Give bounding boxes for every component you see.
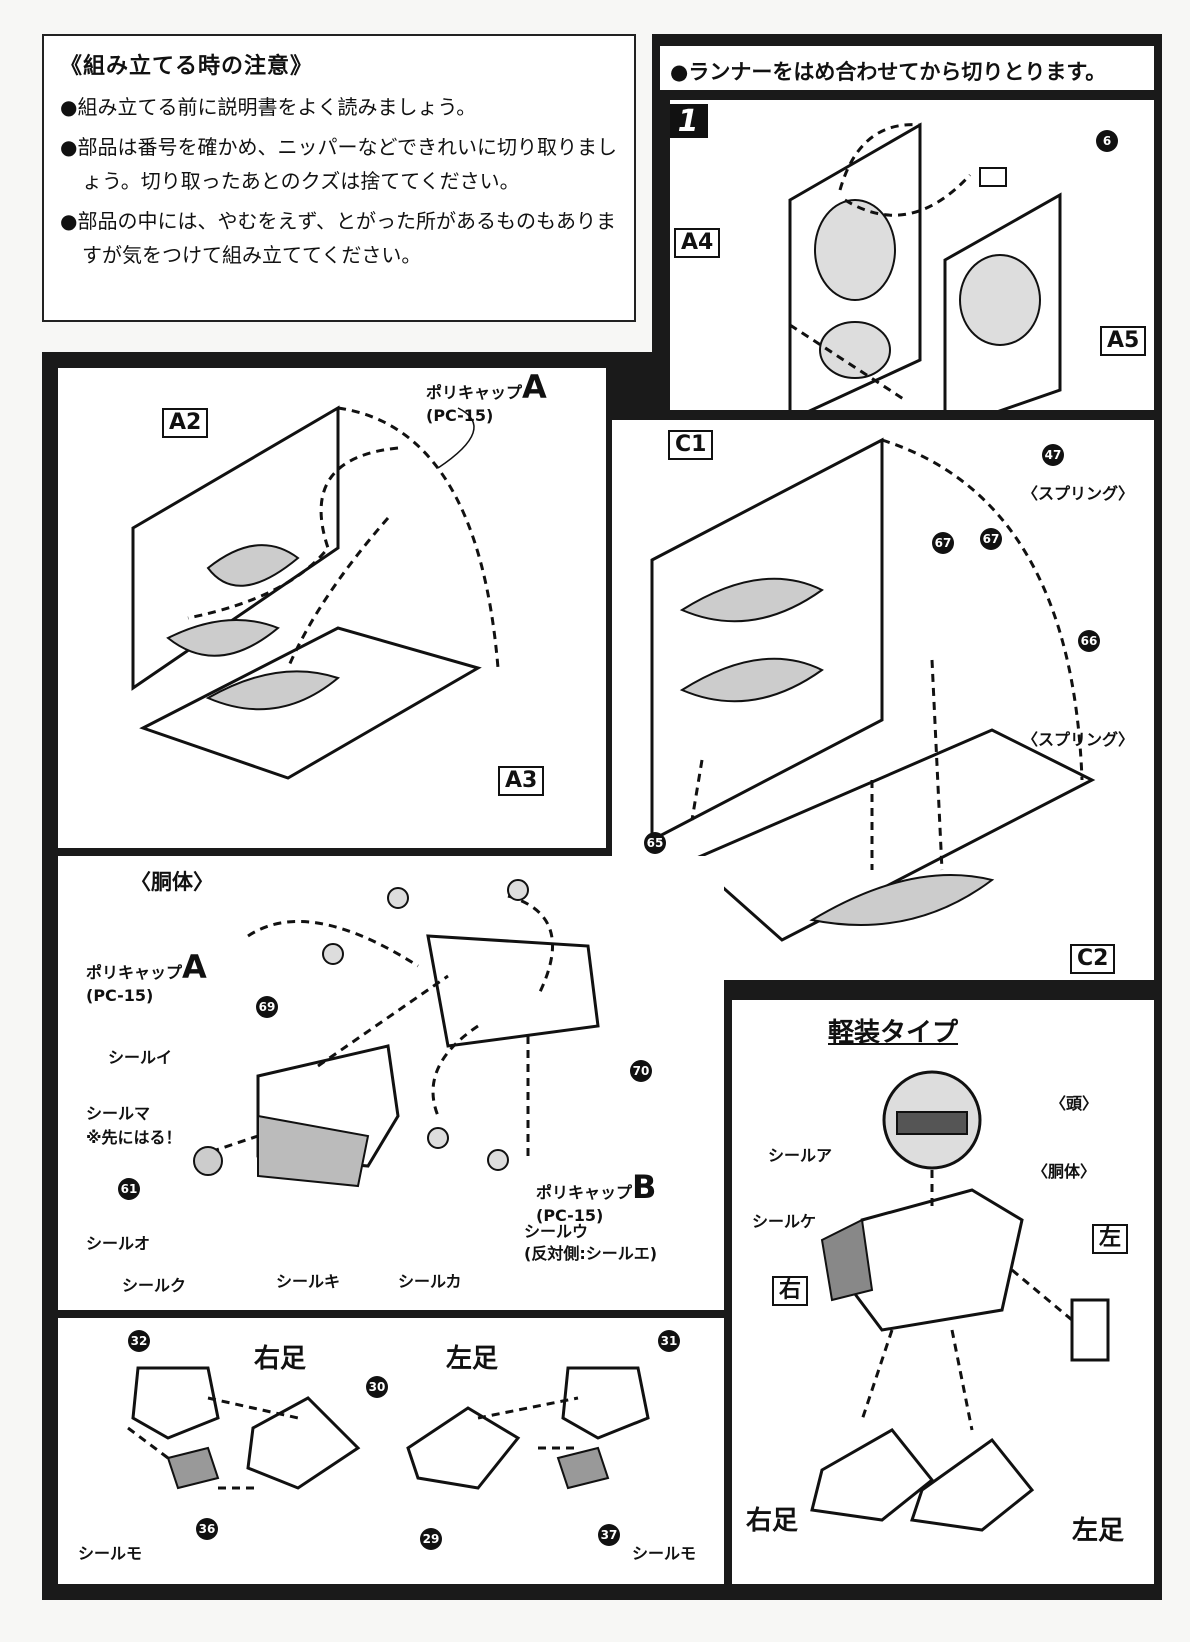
right-leg-title: 右足 [254,1344,307,1374]
note-item: ●組み立てる前に説明書をよく読みましょう。 [60,95,477,119]
seal-mo-label: シールモ [78,1544,143,1563]
right-arm-label: 右 [772,1276,809,1306]
step5-panel: 5 右足 左足 32 30 36 31 29 37 シールモ シールモ [58,1318,724,1584]
part-32-marker: 32 [128,1330,150,1352]
runner-a5-label: A5 [1100,326,1147,356]
spring-label: 〈スプリング〉 [1022,484,1135,503]
part-36-marker: 36 [196,1518,218,1540]
seal-ma-note: ※先にはる！ [86,1128,182,1147]
part-69-marker: 69 [256,996,278,1018]
runner-a2-label: A2 [162,408,209,438]
seal-ke-label: シールケ [752,1212,817,1231]
seal-i-label: シールイ [108,1048,173,1067]
runner-c1-label: C1 [668,430,714,460]
note-item: ●部品は番号を確かめ、ニッパーなどできれいに切り取りましょう。切り取ったあとのク… [60,135,618,193]
part-67-marker: 67 [932,532,954,554]
seal-mo-label: シールモ [632,1544,697,1563]
left-leg-title: 左足 [446,1344,499,1374]
part-65-marker: 65 [644,832,666,854]
part-70-marker: 70 [630,1060,652,1082]
part-61-marker: 61 [118,1178,140,1200]
left-arm-label: 左 [1092,1224,1129,1254]
head-label: 〈頭〉 [1050,1094,1099,1113]
runner-c2-label: C2 [1070,944,1116,974]
seal-u-note: (反対側:シールエ) [524,1244,658,1263]
banner-text: ●ランナーをはめ合わせてから切りとります。 [670,60,1107,84]
step1-diagram [788,122,1062,410]
banner: ●ランナーをはめ合わせてから切りとります。 [660,46,1154,90]
seal-ka-label: シールカ [398,1272,462,1291]
step5-diagram [127,1366,650,1490]
right-leg-label: 右足 [746,1506,799,1536]
step5-number: 5 [66,1324,87,1359]
step1-number: 1 [670,104,708,139]
step2-number: 2 [66,374,87,409]
polycap-a-label: ポリキャップA (PC-15) [86,948,207,1005]
part-37-marker: 37 [598,1524,620,1546]
part-29-marker: 29 [420,1528,442,1550]
step6-diagram [810,1070,1110,1532]
body-label: 〈胴体〉 [1032,1162,1097,1181]
part-47-marker: 47 [1042,444,1064,466]
step3-diagram [650,437,1096,942]
left-leg-label: 左足 [1072,1516,1125,1546]
polycap-a-label: ポリキャップA (PC-15) [426,368,547,425]
notes-title: 《組み立てる時の注意》 [60,54,314,79]
seal-ki-label: シールキ [276,1272,341,1291]
spring-label: 〈スプリング〉 [1022,730,1135,749]
torso-title: 〈胴体〉 [130,870,214,894]
runner-a4-label: A4 [674,228,721,258]
step6-panel: 6 軽装タイプ 〈頭〉 〈胴体〉 シールア シールケ 左 右 右足 左足 [732,1000,1154,1584]
step4-panel: 4 〈胴体〉 ポリキャップA (PC-15) ポリキャップB (PC-15) 6… [58,856,724,1310]
step2-diagram [131,405,500,780]
part-67-marker: 67 [980,528,1002,550]
part-6-marker: 6 [1096,130,1118,152]
note-item: ●部品の中には、やむをえず、とがった所があるものもありますが気をつけて組み立てて… [60,209,617,267]
seal-o-label: シールオ [86,1234,151,1253]
seal-a-label: シールア [768,1146,833,1165]
part-30-marker: 30 [366,1376,388,1398]
step4-diagram [193,879,600,1188]
part-31-marker: 31 [658,1330,680,1352]
seal-u-label: シールウ [524,1222,589,1241]
step4-number: 4 [66,862,87,897]
step6-number: 6 [738,1004,759,1039]
seal-ku-label: シールク [122,1276,187,1295]
seal-ma-label: シールマ [86,1104,151,1123]
part-66-marker: 66 [1078,630,1100,652]
runner-a3-label: A3 [498,766,545,796]
light-type-title: 軽装タイプ [828,1018,959,1048]
assembly-notes: 《組み立てる時の注意》 ●組み立てる前に説明書をよく読みましょう。 ●部品は番号… [42,34,636,322]
polycap-b-label: ポリキャップB (PC-15) [536,1168,657,1225]
step1-panel: 1 A4 A5 6 [670,100,1154,410]
step2-panel: 2 ポリキャップA (PC-15) A2 A3 [58,368,606,848]
